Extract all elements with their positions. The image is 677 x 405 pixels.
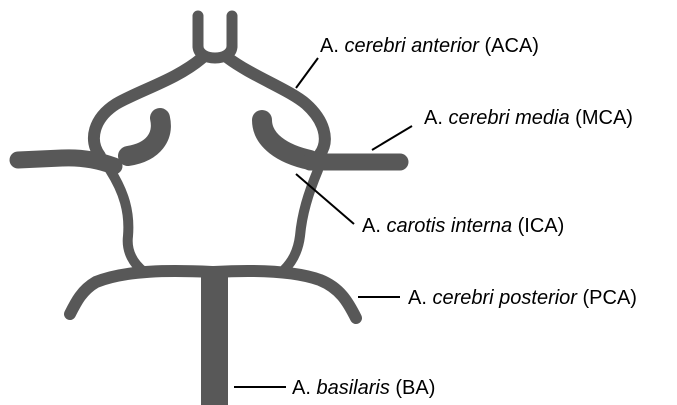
- label-mca-abbr: (MCA): [570, 107, 633, 129]
- label-ica-abbr: (ICA): [512, 215, 564, 237]
- mca-left: [18, 158, 114, 166]
- label-ba-abbr: (BA): [390, 377, 436, 399]
- label-ica-prefix: A.: [362, 215, 386, 237]
- pcom-left: [110, 170, 144, 272]
- label-ba: A. basilaris (BA): [292, 376, 435, 400]
- label-aca: A. cerebri anterior (ACA): [320, 34, 539, 58]
- leader-line-aca: [296, 58, 318, 88]
- label-pca-prefix: A.: [408, 287, 432, 309]
- label-mca: A. cerebri media (MCA): [424, 106, 633, 130]
- label-aca-abbr: (ACA): [479, 35, 539, 57]
- label-aca-prefix: A.: [320, 35, 344, 57]
- label-mca-name: cerebri media: [448, 107, 569, 129]
- pca-right: [214, 271, 356, 318]
- label-mca-prefix: A.: [424, 107, 448, 129]
- ica-left: [128, 118, 161, 156]
- pca-left: [70, 271, 212, 314]
- label-ica: A. carotis interna (ICA): [362, 214, 564, 238]
- label-pca-name: cerebri posterior: [432, 287, 577, 309]
- label-aca-name: cerebri anterior: [344, 35, 479, 57]
- ica-right: [262, 120, 310, 160]
- pcom-right: [284, 170, 318, 270]
- leader-line-mca: [372, 126, 412, 150]
- label-ba-prefix: A.: [292, 377, 316, 399]
- basilar-artery: [201, 272, 228, 405]
- label-ba-name: basilaris: [316, 377, 389, 399]
- label-pca: A. cerebri posterior (PCA): [408, 286, 637, 310]
- label-pca-abbr: (PCA): [577, 287, 637, 309]
- label-ica-name: carotis interna: [386, 215, 512, 237]
